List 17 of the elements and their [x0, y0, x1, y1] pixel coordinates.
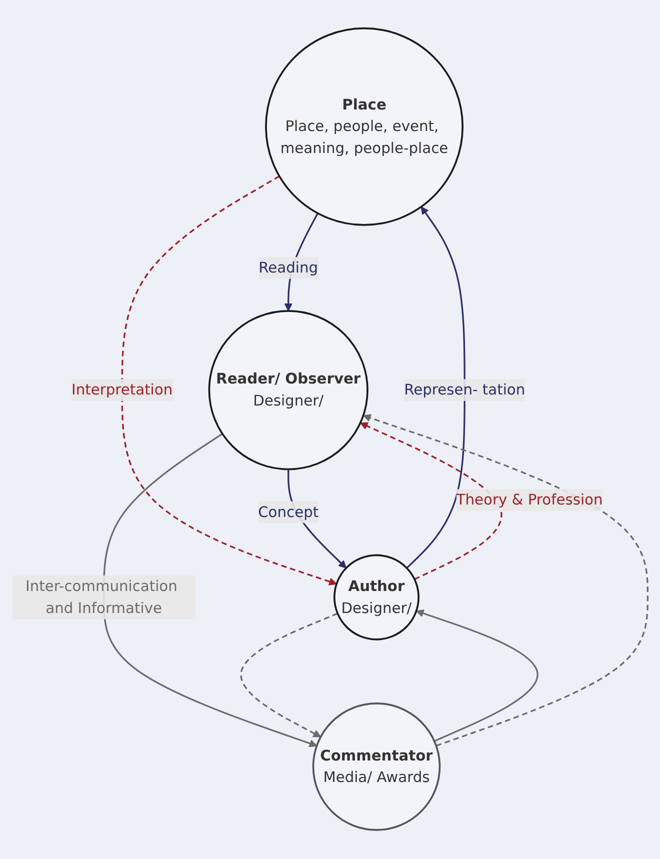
- arrow: [121, 176, 337, 586]
- edge-label: Inter-communication and Informative: [26, 578, 178, 617]
- arrow: [362, 414, 648, 747]
- edge-label: Concept: [258, 503, 319, 521]
- arrow: [406, 206, 466, 570]
- node-circle: Commentator Media/ Awards: [312, 702, 441, 832]
- node-circle: Reader/ Observer Designer/: [208, 310, 368, 471]
- arrow: [416, 610, 538, 742]
- arrow: [240, 613, 338, 738]
- node-circle: Place Place, people, event, meaning, people-place: [265, 28, 464, 226]
- edge-label: Represen- tation: [404, 381, 526, 399]
- edge-label: Theory & Profession: [456, 491, 603, 509]
- arrow: [102, 433, 318, 748]
- edge-label: Reading: [258, 259, 318, 277]
- node-circle: Author Designer/: [333, 554, 420, 641]
- edge-label: Interpretation: [72, 381, 173, 399]
- arrow: [360, 422, 502, 580]
